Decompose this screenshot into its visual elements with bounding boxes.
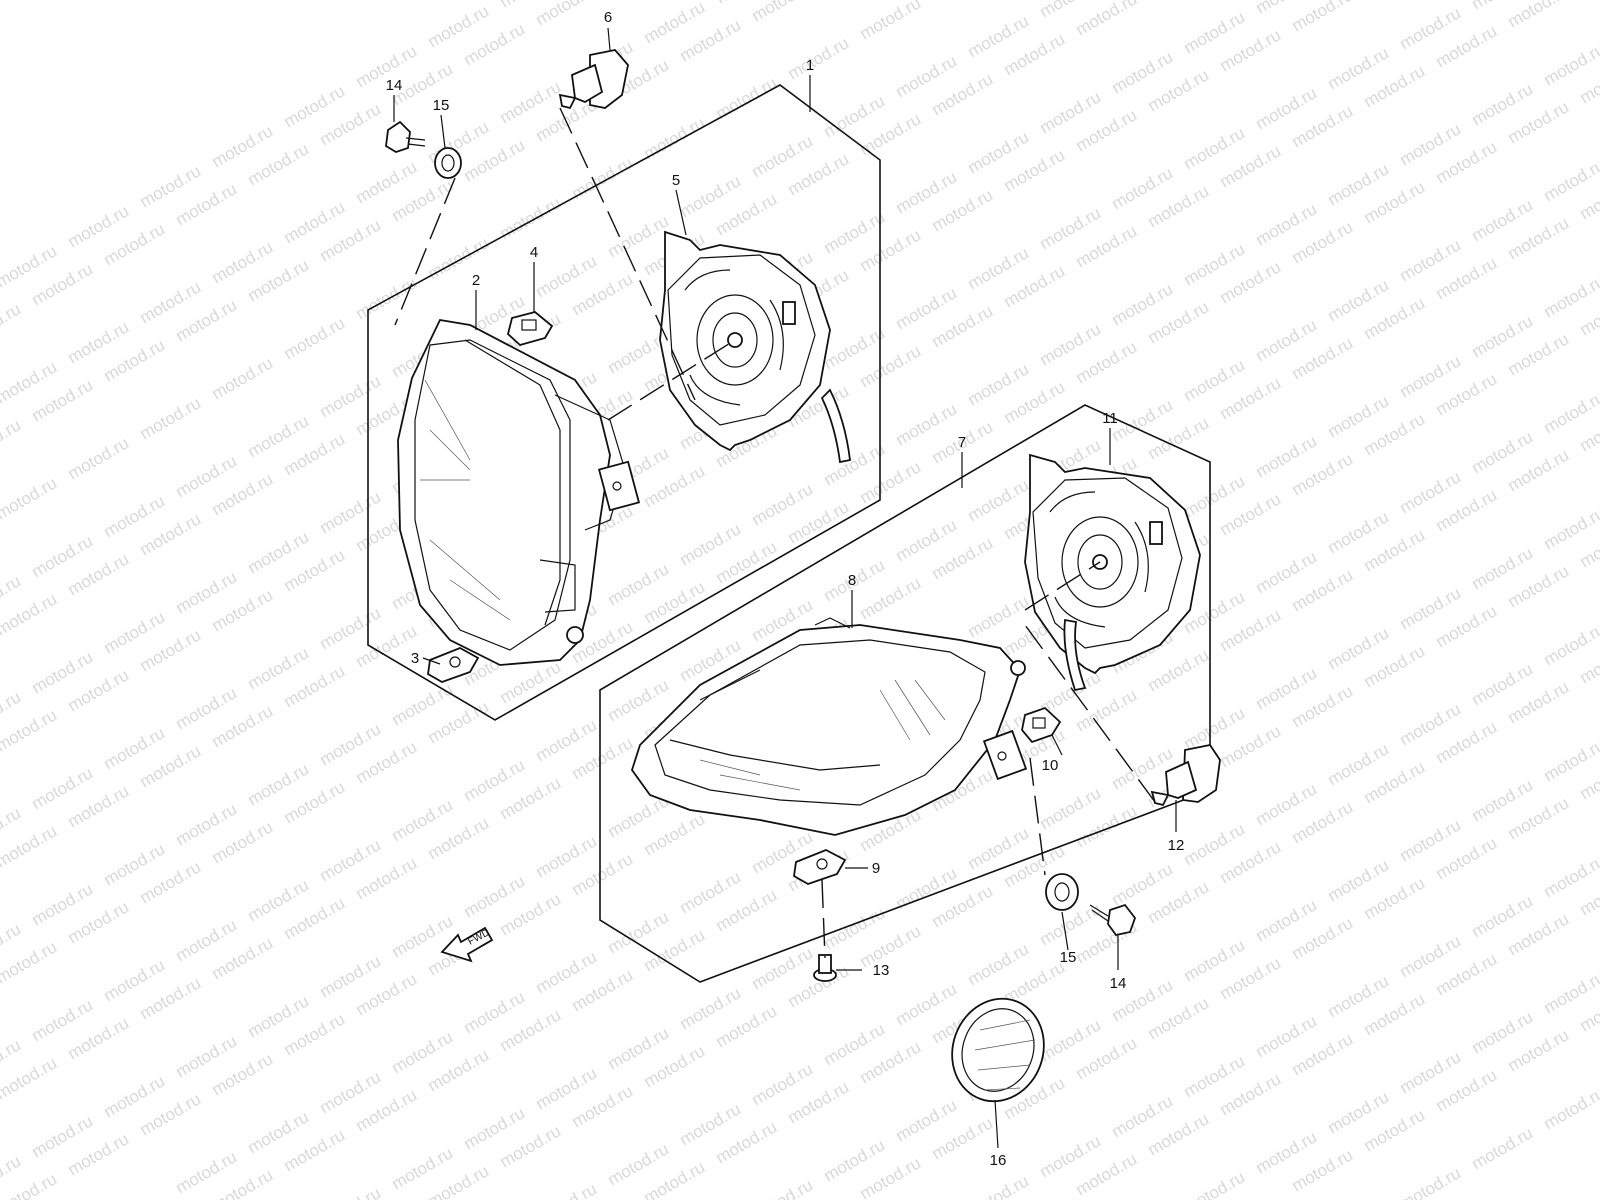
watermark-text: motod.ru — [137, 393, 205, 443]
watermark-text: motod.ru — [425, 233, 493, 283]
watermark-text: motod.ru — [569, 153, 637, 203]
watermark-text: motod.ru — [1505, 0, 1573, 31]
watermark-text: motod.ru — [0, 589, 60, 639]
callout-6: 6 — [604, 9, 612, 26]
watermark-text: motod.ru — [749, 0, 817, 25]
watermark-text: motod.ru — [857, 0, 925, 43]
watermark-text: motod.ru — [1469, 1123, 1537, 1173]
callout-2: 2 — [472, 272, 480, 289]
fwd-arrow-icon: FWD — [440, 926, 494, 963]
connection-lines — [394, 107, 1156, 959]
callout-16: 16 — [990, 1152, 1007, 1169]
watermark-text: motod.ru — [1289, 0, 1357, 35]
watermark-text: motod.ru — [533, 0, 601, 29]
assembly-1-outline — [367, 84, 881, 721]
callout-10: 10 — [1042, 757, 1059, 774]
callout-14-bottom: 14 — [1110, 975, 1127, 992]
bulb-12 — [1150, 743, 1221, 807]
watermark-text: motod.ru — [497, 193, 565, 243]
watermark-text: motod.ru — [0, 937, 60, 987]
watermark-text: motod.ru — [0, 415, 24, 465]
callout-3: 3 — [411, 650, 419, 667]
bulb-6 — [558, 49, 629, 110]
watermark-text: motod.ru — [0, 299, 24, 349]
headlight-housing-8 — [631, 617, 1028, 836]
socket-cover-5 — [659, 230, 851, 464]
watermark-text: motod.ru — [929, 0, 997, 3]
screw-14-top — [385, 120, 426, 153]
leader-lines — [393, 27, 1177, 1149]
callout-12: 12 — [1168, 837, 1185, 854]
watermark-text: motod.ru — [533, 1179, 601, 1200]
clip-3 — [427, 647, 480, 683]
callout-7: 7 — [958, 434, 966, 451]
watermark-text: motod.ru — [353, 273, 421, 323]
clip-4 — [506, 311, 554, 347]
watermark-text: motod.ru — [317, 1183, 385, 1200]
grommet-15-top — [434, 147, 462, 179]
watermark-text: motod.ru — [0, 473, 60, 523]
screw-13 — [813, 954, 837, 982]
callouts: 1 2 3 4 5 6 7 8 9 10 11 12 13 14 14 15 1… — [386, 9, 1185, 1169]
watermark-text: motod.ru — [1073, 0, 1141, 39]
watermark-text: motod.ru — [785, 33, 853, 83]
watermark-text: motod.ru — [1397, 1163, 1465, 1200]
screw-14-bottom — [1089, 903, 1137, 937]
reflector-16 — [951, 997, 1045, 1103]
callout-1: 1 — [806, 57, 814, 74]
watermark-text: motod.ru — [965, 1171, 1033, 1200]
callout-13: 13 — [873, 962, 890, 979]
callout-5: 5 — [672, 172, 680, 189]
watermark-text: motod.ru — [65, 433, 133, 483]
grommet-15-bottom — [1045, 873, 1079, 911]
watermark-text: motod.ru — [1541, 1083, 1600, 1133]
watermark-text: motod.ru — [0, 821, 60, 871]
socket-cover-11 — [1024, 453, 1201, 692]
watermark-text: motod.ru — [209, 353, 277, 403]
watermark-text: motod.ru — [0, 705, 60, 755]
callout-11: 11 — [1102, 410, 1118, 427]
callout-15-top: 15 — [433, 97, 450, 114]
watermark-text: motod.ru — [1181, 1167, 1249, 1200]
callout-14-top: 14 — [386, 77, 403, 94]
callout-15-bottom: 15 — [1060, 949, 1077, 966]
watermark-text: motod.ru — [0, 1053, 60, 1103]
watermark-text: motod.ru — [749, 1175, 817, 1200]
callout-8: 8 — [848, 572, 856, 589]
watermark-text: motod.ru — [281, 313, 349, 363]
callout-4: 4 — [530, 244, 538, 261]
clip-9 — [793, 849, 847, 885]
callout-9: 9 — [872, 860, 880, 877]
headlight-housing-2 — [397, 319, 641, 666]
